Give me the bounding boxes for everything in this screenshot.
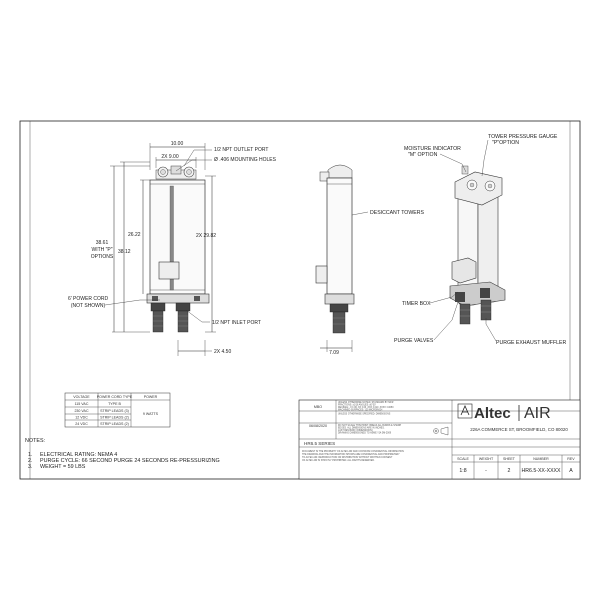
- note-number: 2.: [28, 458, 33, 464]
- power-table-header-power: POWER: [144, 395, 158, 399]
- moisture-indicator-label-1: MOISTURE INDICATOR: [404, 146, 461, 152]
- title-block: [298, 399, 581, 480]
- disclaimer-line: THE DRAWING AND THE INFORMATION SHOWN AR…: [302, 453, 400, 456]
- power-table-cell: 24 VDC: [75, 422, 88, 426]
- power-table-header-cord: POWER CORD TYPE: [97, 395, 133, 399]
- front-center-rail: [169, 185, 174, 291]
- power-table-cell: STRIP LEADS (2): [100, 422, 129, 426]
- front-gauges: [155, 165, 197, 180]
- mounting-holes-label: Ø .406 MOUNTING HOLES: [214, 157, 277, 163]
- dim-with-p-2: OPTIONS: [91, 254, 114, 260]
- front-view: [104, 143, 216, 356]
- note-text: ELECTRICAL RATING: NEMA 4: [40, 452, 117, 458]
- tolerance-line: UNLESS OTHERWISE NOTED, STANDARD BY MFR: [338, 401, 394, 404]
- title-header: REV: [567, 457, 575, 461]
- dim-bottom-width: 2X 4.50: [214, 349, 231, 355]
- logo-air: AIR: [524, 405, 551, 422]
- pressure-gauge-label-2: "P"OPTION: [492, 140, 519, 146]
- desiccant-towers-label: DESICCANT TOWERS: [370, 210, 424, 216]
- dim-height-total: 38.61: [96, 240, 109, 246]
- title-header: SHEET: [503, 457, 516, 461]
- logo-altec: Altec: [474, 405, 511, 422]
- note-number: 3.: [28, 464, 33, 470]
- dim-height-mount: 2X 29.82: [196, 233, 216, 239]
- sheet-value: 2: [508, 468, 511, 474]
- disclaimer-line: TO ALTEC AIR. REPRODUCTION OR DISTRIBUTI…: [302, 456, 393, 459]
- outlet-port-label: 1/2 NPT OUTLET PORT: [214, 147, 268, 153]
- dim-with-p-1: WITH "P": [91, 247, 112, 253]
- tolerance-line: DECIMAL: .X ±.06 .XX ±.03 .XXX ±.010 .XX…: [338, 406, 394, 409]
- power-table-cell: 230 VAC: [74, 409, 89, 413]
- weight-value: -: [485, 468, 487, 474]
- power-table-cell: TYPE B: [108, 402, 121, 406]
- timer-box-label: TIMER BOX: [402, 301, 431, 307]
- inlet-port-label: 1/2 NPT INLET PORT: [212, 320, 261, 326]
- title-header: NUMBER: [533, 457, 549, 461]
- purge-valves-label: PURGE VALVES: [394, 338, 434, 344]
- tolerance-line: UNLESS OTHERWISE SPECIFIED: DIMENSIONS: [338, 414, 391, 416]
- dim-top-width: 10.00: [171, 141, 184, 147]
- title-header: SCALE: [457, 457, 469, 461]
- moisture-indicator-label-2: "M" OPTION: [408, 152, 438, 158]
- drawing-note-line: DRAWING DIMENSIONED TO ASME Y14.5M-2009: [338, 432, 392, 435]
- dim-side-depth: 7.09: [329, 350, 339, 356]
- power-table-cell: 115 VAC: [75, 402, 89, 406]
- note-number: 1.: [28, 452, 33, 458]
- disclaimer-line: OF ALTEC AIR IS STRICTLY PROHIBITED. ALL…: [302, 459, 375, 462]
- disclaimer-line: DOCUMENT IS THE PROPERTY OF ALTEC AIR AN…: [302, 450, 404, 453]
- drawing-note-line: EDGES. ALL DIMENSIONS ARE IN INCHES.: [338, 427, 385, 430]
- power-table-watts: 9 WATTS: [143, 412, 159, 416]
- drawing-note-line: DO NOT SCALE THIS PRINT. BREAK ALL BURRS…: [338, 424, 402, 427]
- notes-heading: NOTES:: [25, 438, 45, 444]
- power-table-cell: STRIP LEADS (2): [100, 416, 129, 420]
- series-title: HR6.5 SERIES: [304, 441, 335, 446]
- power-table-cell: STRIP LEADS (3): [100, 409, 129, 413]
- drawing-date: 06/08/2020: [309, 424, 327, 428]
- drawn-by: MBO: [314, 405, 322, 409]
- note-text: WEIGHT = 59 LBS: [40, 464, 86, 470]
- tolerance-line: MACHINED SURFACES: 125 MICROINCH: [338, 409, 383, 412]
- tolerance-line: FRACTIONS: ±1/16 ANGLES: ±0°30': [338, 404, 376, 407]
- power-cord-label-1: 6' POWER CORD: [68, 296, 109, 302]
- company-address: 226A COMMERCE ST, BROOMFIELD, CO 80020: [470, 427, 568, 432]
- front-timer-box: [158, 261, 180, 280]
- power-cord-label-2: (NOT SHOWN): [71, 303, 106, 309]
- note-text: PURGE CYCLE: 66 SECOND PURGE 24 SECONDS …: [40, 458, 220, 464]
- altec-logo-icon: [457, 403, 473, 419]
- dim-height-body: 26.22: [128, 232, 141, 238]
- isometric-view: [429, 139, 506, 342]
- title-header: WEIGHT: [479, 457, 494, 461]
- front-mufflers: [150, 302, 191, 333]
- power-table: [64, 392, 171, 428]
- purge-muffler-label: PURGE EXHAUST MUFFLER: [496, 340, 566, 346]
- power-table-cell: 12 VDC: [75, 416, 88, 420]
- dim-height-p: 38.12: [118, 249, 131, 255]
- drawing-note-line: LAST REVISION: [DIMENSIONS]: [338, 429, 373, 432]
- power-table-header-voltage: VOLTAGE: [73, 395, 90, 399]
- scale-value: 1:8: [459, 468, 466, 474]
- pressure-gauge-label-1: TOWER PRESSURE GAUGE: [488, 134, 558, 140]
- revision: A: [569, 468, 573, 474]
- side-view: [315, 164, 369, 352]
- part-number: HR6.5-XX-XXXX: [522, 468, 561, 474]
- dim-inner-width: 2X 9.00: [161, 154, 178, 160]
